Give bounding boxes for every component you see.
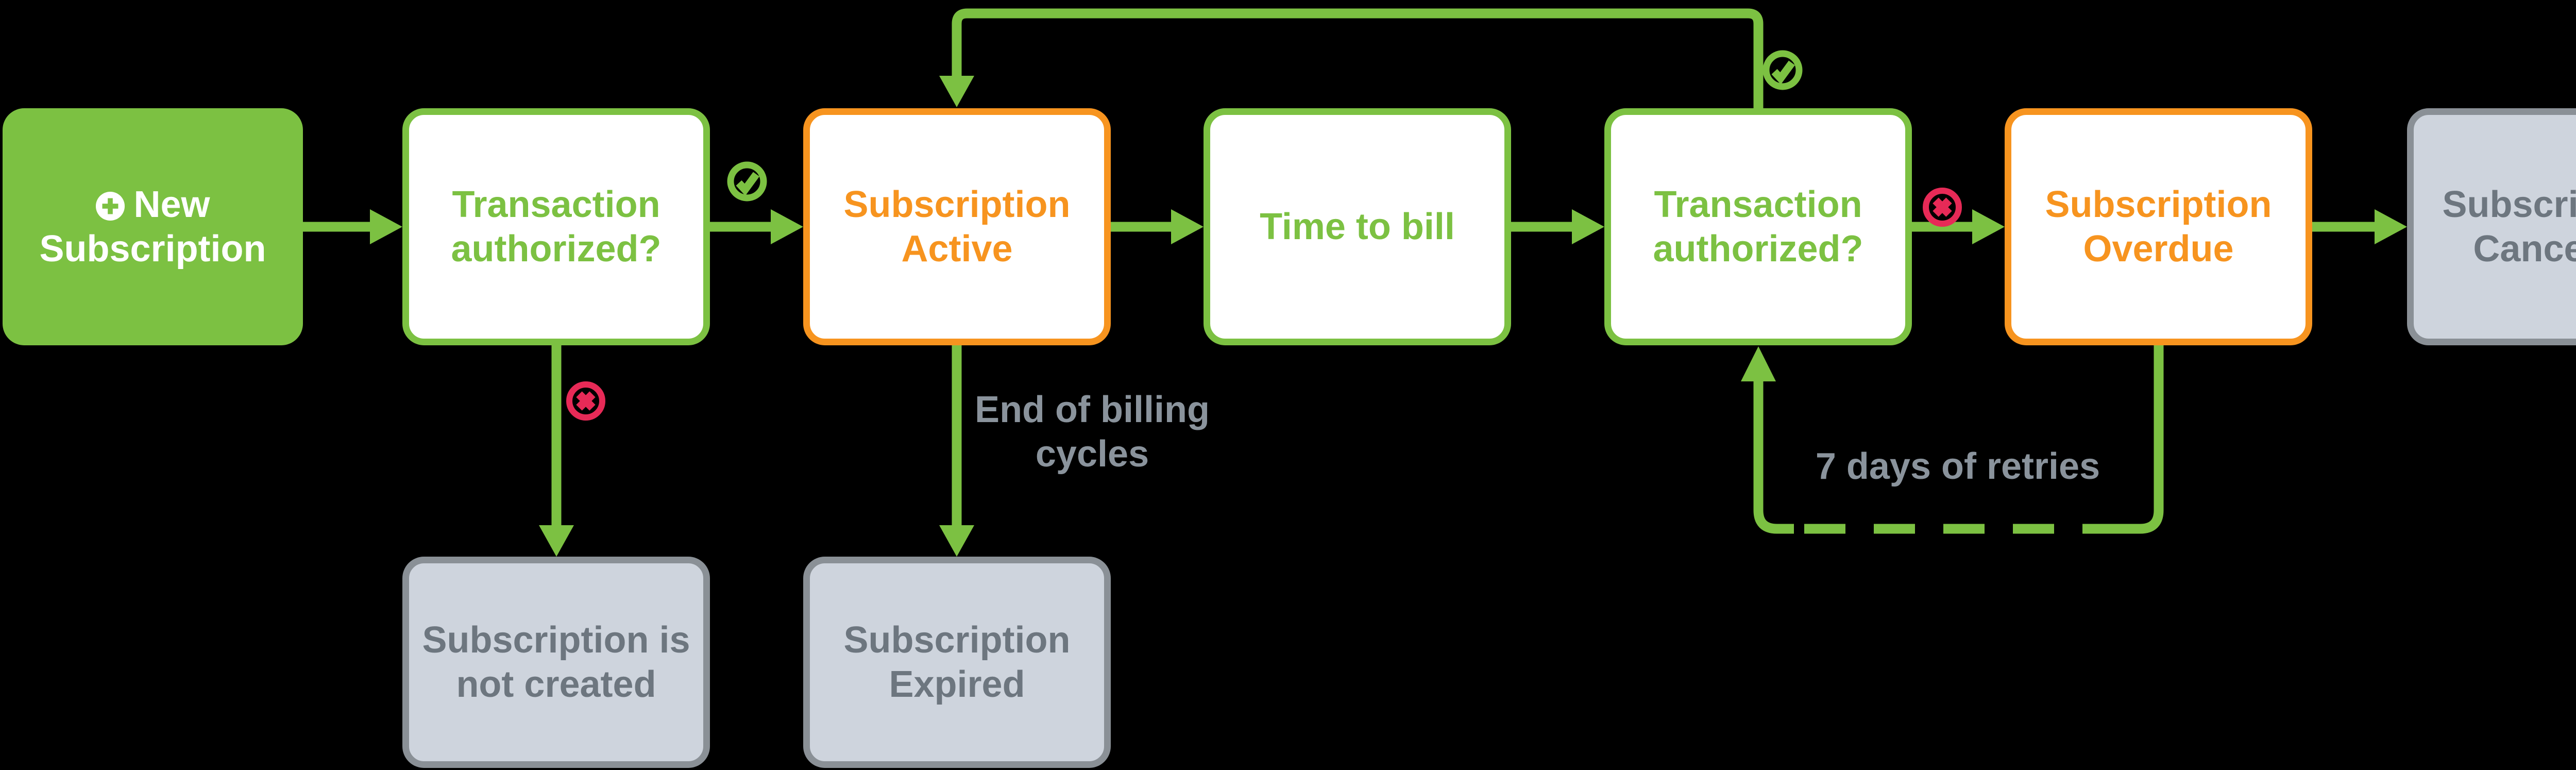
arrow-bill-to-auth2 (1511, 209, 1604, 244)
node-subscription-not-created: Subscription is not created (402, 557, 710, 768)
node-text: Subscription Overdue (2045, 183, 2272, 270)
edge-label-end-of-billing-cycles: End of billing cycles (975, 389, 1210, 475)
loop-auth2-success-to-active (939, 8, 1764, 108)
node-label: New Subscription (21, 182, 285, 272)
node-text: New Subscription (39, 183, 266, 270)
node-text: Subscription Expired (843, 619, 1071, 705)
check-circle-icon (1762, 50, 1803, 90)
edge-label-7-days-of-retries: 7 days of retries (1815, 446, 2100, 487)
plus-circle-icon (96, 191, 125, 221)
node-text: Subscription Canceled (2442, 183, 2576, 270)
node-subscription-canceled: Subscription Canceled (2407, 108, 2576, 345)
node-text: Time to bill (1260, 206, 1455, 247)
loop-overdue-retries-to-auth2 (1741, 345, 2164, 534)
node-time-to-bill: Time to bill (1204, 108, 1511, 345)
x-circle-icon (1923, 188, 1962, 227)
arrow-auth1-to-not-created (539, 345, 574, 557)
arrow-active-to-bill (1111, 209, 1204, 244)
node-subscription-active: Subscription Active (803, 108, 1111, 345)
arrow-auth1-to-active (710, 209, 803, 244)
node-transaction-authorized-2: Transaction authorized? (1604, 108, 1912, 345)
check-circle-icon (727, 161, 767, 202)
arrow-new-to-auth1 (303, 209, 402, 244)
node-new-subscription: New Subscription (3, 108, 303, 345)
arrow-active-to-expired (939, 345, 974, 557)
node-subscription-overdue: Subscription Overdue (2005, 108, 2312, 345)
arrow-auth2-to-overdue (1912, 209, 2005, 244)
x-circle-icon (566, 381, 605, 421)
node-text: Transaction authorized? (1653, 183, 1863, 270)
node-text: Subscription is not created (422, 619, 690, 705)
node-transaction-authorized-1: Transaction authorized? (402, 108, 710, 345)
arrow-overdue-to-canceled (2312, 209, 2407, 244)
node-text: Transaction authorized? (451, 183, 662, 270)
node-text: Subscription Active (843, 183, 1071, 270)
node-subscription-expired: Subscription Expired (803, 557, 1111, 768)
